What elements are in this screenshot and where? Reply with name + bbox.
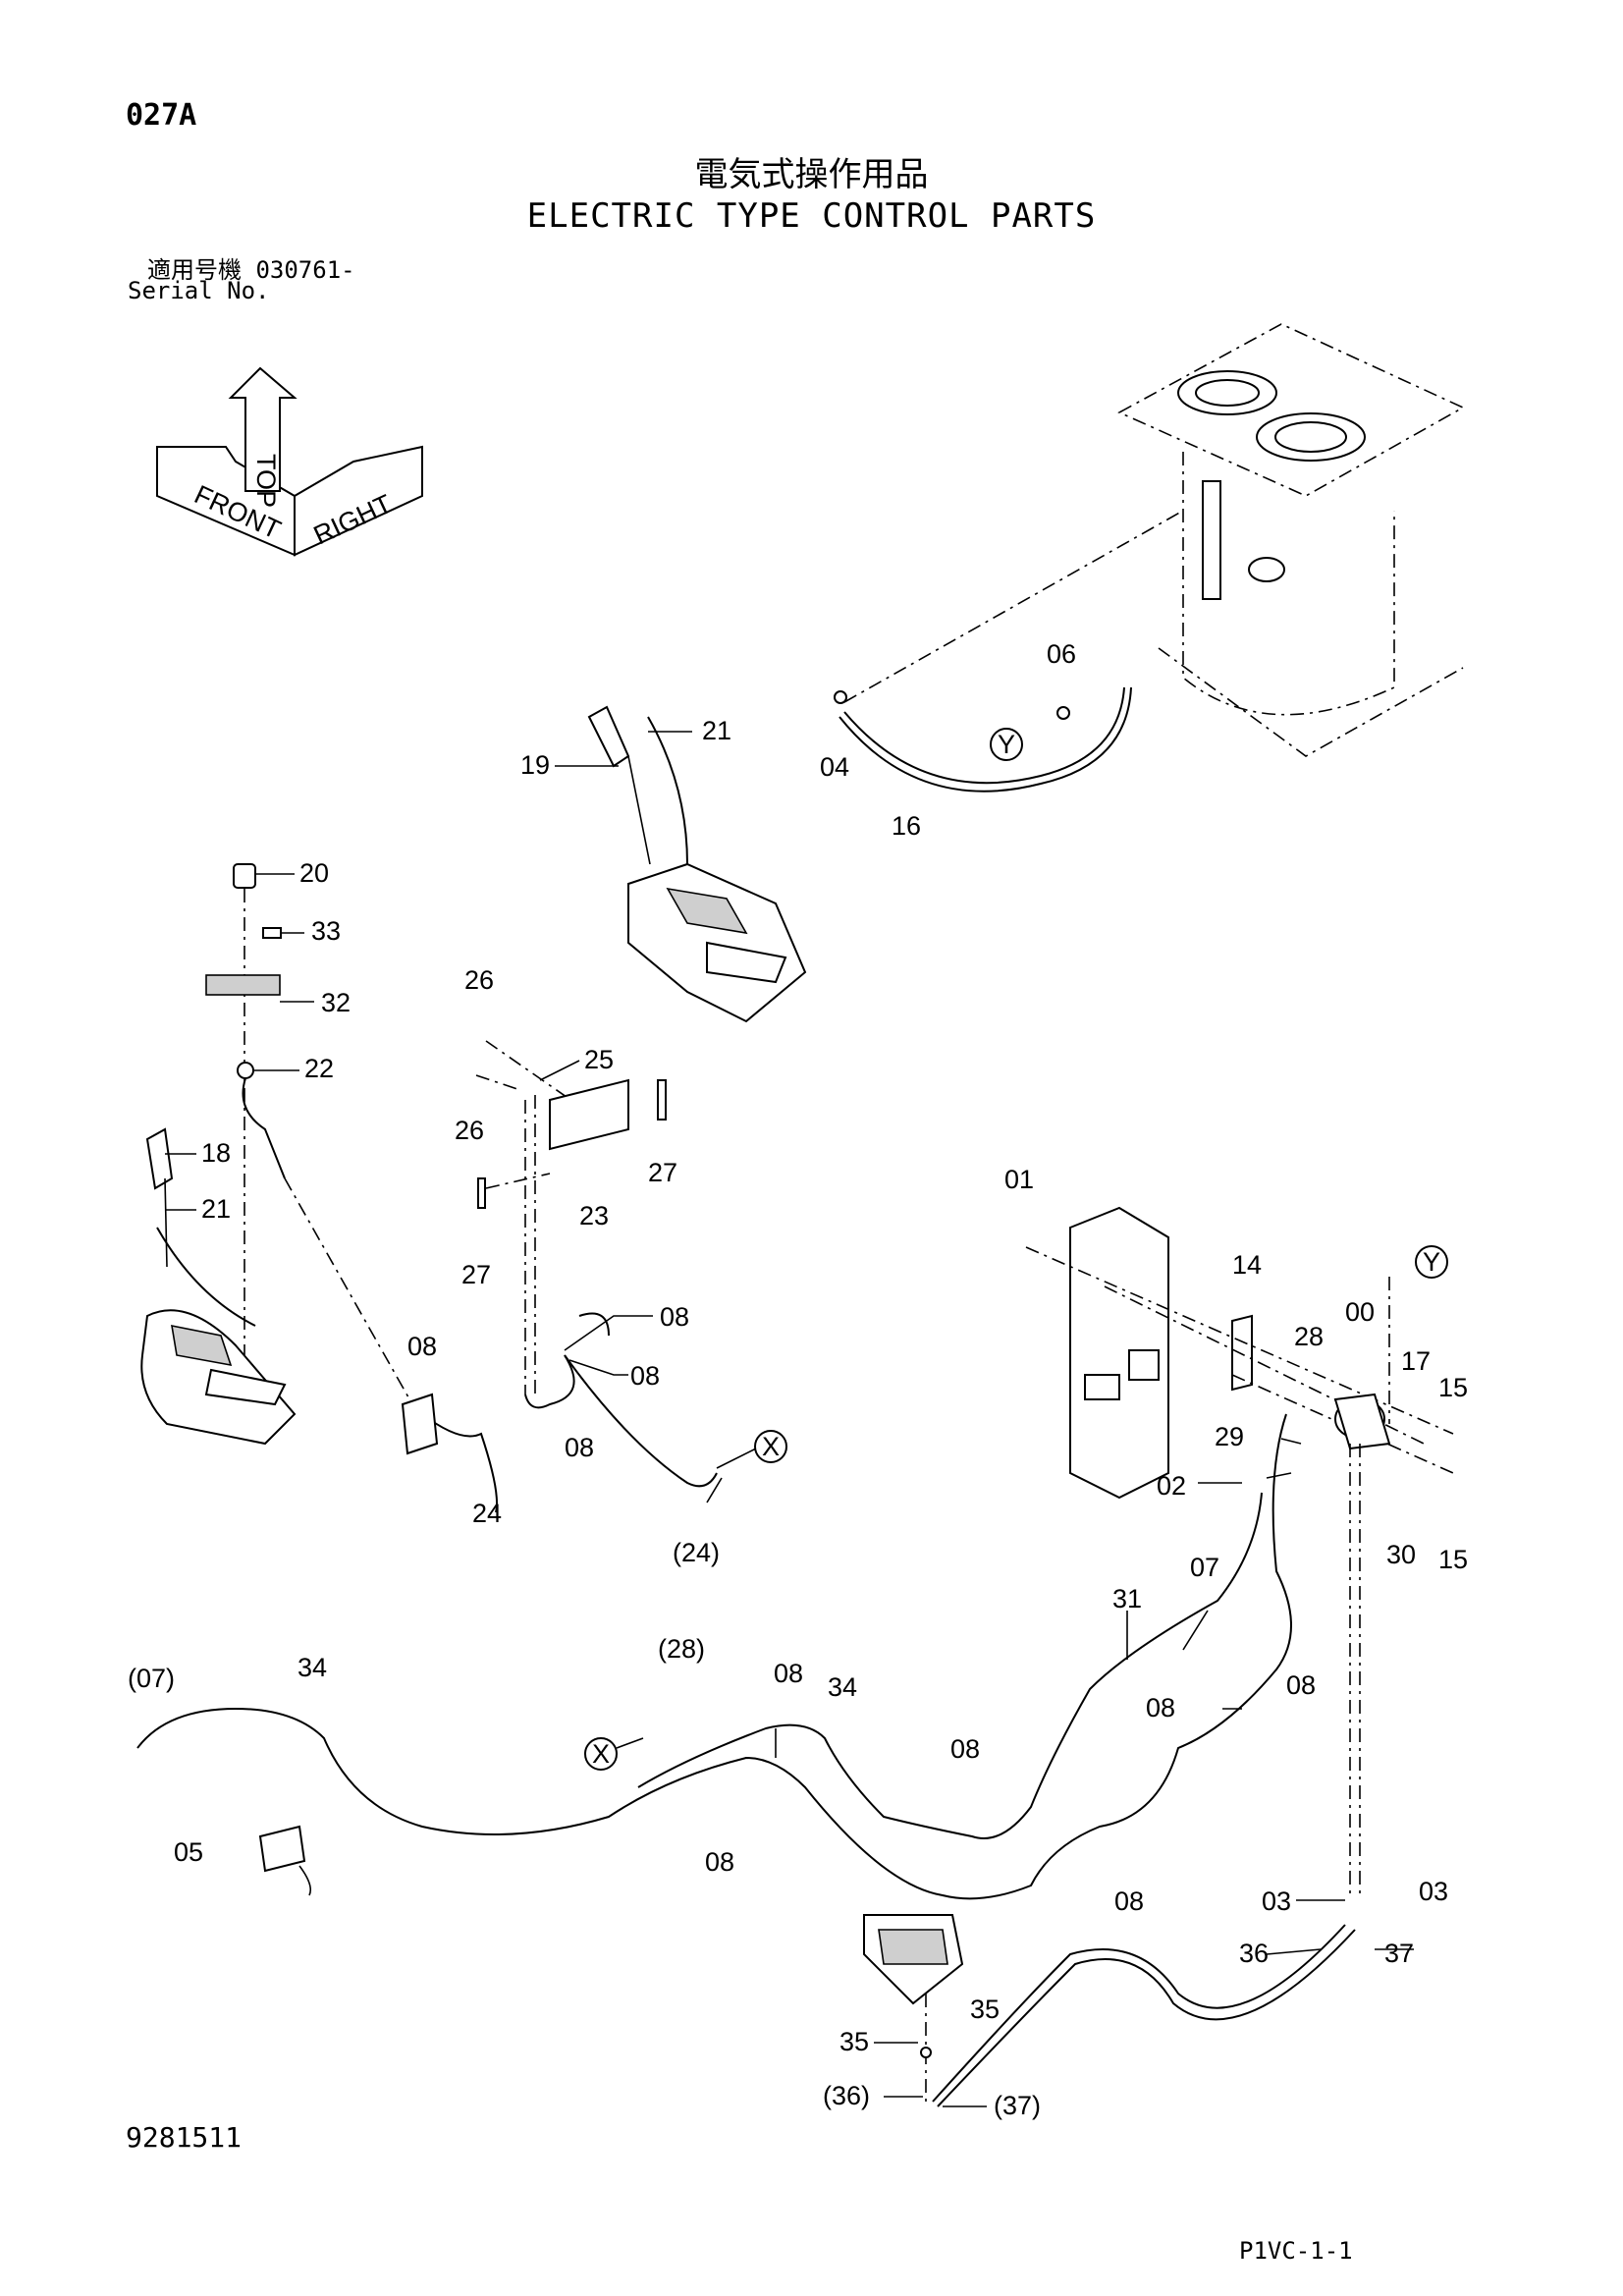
harness-24	[401, 1312, 757, 1513]
callout-34-left: 34	[298, 1653, 327, 1682]
page-code: 027A	[126, 98, 197, 133]
callout-25: 25	[584, 1045, 614, 1074]
callout-37: 37	[1384, 1939, 1414, 1968]
callout-21-top: 21	[702, 716, 731, 745]
callout-08: 08	[950, 1734, 980, 1764]
callout-08: 08	[407, 1332, 437, 1361]
callout-03-left: 03	[1262, 1886, 1291, 1916]
callout-36: 36	[1239, 1939, 1269, 1968]
callout-19: 19	[520, 750, 550, 780]
hose-16	[834, 510, 1184, 793]
connection-marker-y-top: Y	[990, 728, 1023, 761]
svg-text:Y: Y	[1423, 1247, 1440, 1277]
callout-14: 14	[1232, 1250, 1262, 1280]
callout-34-right: 34	[828, 1672, 857, 1702]
orientation-arrows-icon: FRONT RIGHT TOP	[156, 366, 423, 557]
callout-08: 08	[1286, 1670, 1316, 1700]
callout-08: 08	[1114, 1886, 1144, 1916]
callout-04: 04	[820, 752, 849, 782]
callout-00: 00	[1345, 1297, 1375, 1327]
callout-21-left: 21	[201, 1194, 231, 1224]
document-number: 9281511	[126, 2121, 243, 2154]
callout-08: 08	[660, 1302, 689, 1332]
callout-15-top: 15	[1438, 1373, 1468, 1402]
callout-08: 08	[774, 1659, 803, 1688]
callout-15-bottom: 15	[1438, 1545, 1468, 1574]
left-control-console	[140, 1127, 297, 1446]
callout-08: 08	[630, 1361, 660, 1391]
callout-08: 08	[565, 1433, 594, 1462]
callout-27-right: 27	[648, 1158, 677, 1187]
callout-35-right: 35	[970, 1995, 1000, 2024]
callout-31: 31	[1112, 1584, 1142, 1613]
callout-06: 06	[1047, 639, 1076, 669]
callout-07: 07	[1190, 1553, 1219, 1582]
right-control-console	[587, 705, 807, 1023]
callout-26-bottom: 26	[455, 1116, 484, 1145]
callout-23: 23	[579, 1201, 609, 1230]
callout-35-left: 35	[839, 2027, 869, 2056]
callout-labels: 00 01 02 03 03 04 05 06 07 (07) 08 08 08…	[128, 639, 1468, 2120]
serial-label: Serial No.	[128, 277, 270, 304]
callout-02: 02	[1157, 1471, 1186, 1501]
callout-07-ref: (07)	[128, 1664, 175, 1693]
connection-marker-y-right: Y	[1415, 1245, 1448, 1279]
callout-22: 22	[304, 1054, 334, 1083]
callout-03-right: 03	[1419, 1877, 1448, 1906]
callout-08: 08	[705, 1847, 734, 1877]
switch-assembly	[205, 863, 413, 1405]
callout-26-top: 26	[464, 965, 494, 995]
callout-20: 20	[299, 858, 329, 888]
connection-marker-x-bottom: X	[584, 1737, 644, 1771]
page-title: ELECTRIC TYPE CONTROL PARTS	[526, 196, 1097, 236]
callout-18: 18	[201, 1138, 231, 1168]
callout-36-ref: (36)	[823, 2081, 870, 2110]
callout-27-left: 27	[461, 1260, 491, 1289]
pilot-valve	[863, 1914, 1356, 2107]
svg-text:X: X	[762, 1432, 780, 1461]
callout-16: 16	[892, 811, 921, 841]
serial-applicability-japanese: 適用号機 030761-	[147, 256, 355, 284]
harness-07	[136, 1413, 1292, 1900]
callout-30: 30	[1386, 1540, 1416, 1569]
solenoid-valve-bracket	[1025, 1206, 1454, 1895]
callout-28-ref: (28)	[658, 1634, 705, 1664]
orientation-label-top: TOP	[251, 454, 281, 508]
page-reference: P1VC-1-1	[1239, 2237, 1353, 2265]
svg-text:Y: Y	[998, 730, 1015, 759]
callout-08: 08	[1146, 1693, 1175, 1722]
callout-37-ref: (37)	[994, 2091, 1041, 2120]
callout-17: 17	[1401, 1346, 1431, 1376]
callout-33: 33	[311, 916, 341, 946]
page-title-japanese: 電気式操作用品	[694, 155, 929, 194]
callout-24: 24	[472, 1499, 502, 1528]
callout-32: 32	[321, 988, 351, 1017]
leader-lines	[165, 731, 1414, 2107]
callout-05: 05	[174, 1837, 203, 1867]
callout-24-ref: (24)	[673, 1538, 720, 1567]
svg-text:X: X	[592, 1739, 610, 1769]
bracket-23	[475, 1040, 667, 1394]
hydraulic-tank	[1117, 323, 1465, 757]
callout-01: 01	[1004, 1165, 1034, 1194]
connection-marker-x-top: X	[754, 1430, 787, 1463]
callout-29: 29	[1215, 1422, 1244, 1451]
callout-28: 28	[1294, 1322, 1324, 1351]
